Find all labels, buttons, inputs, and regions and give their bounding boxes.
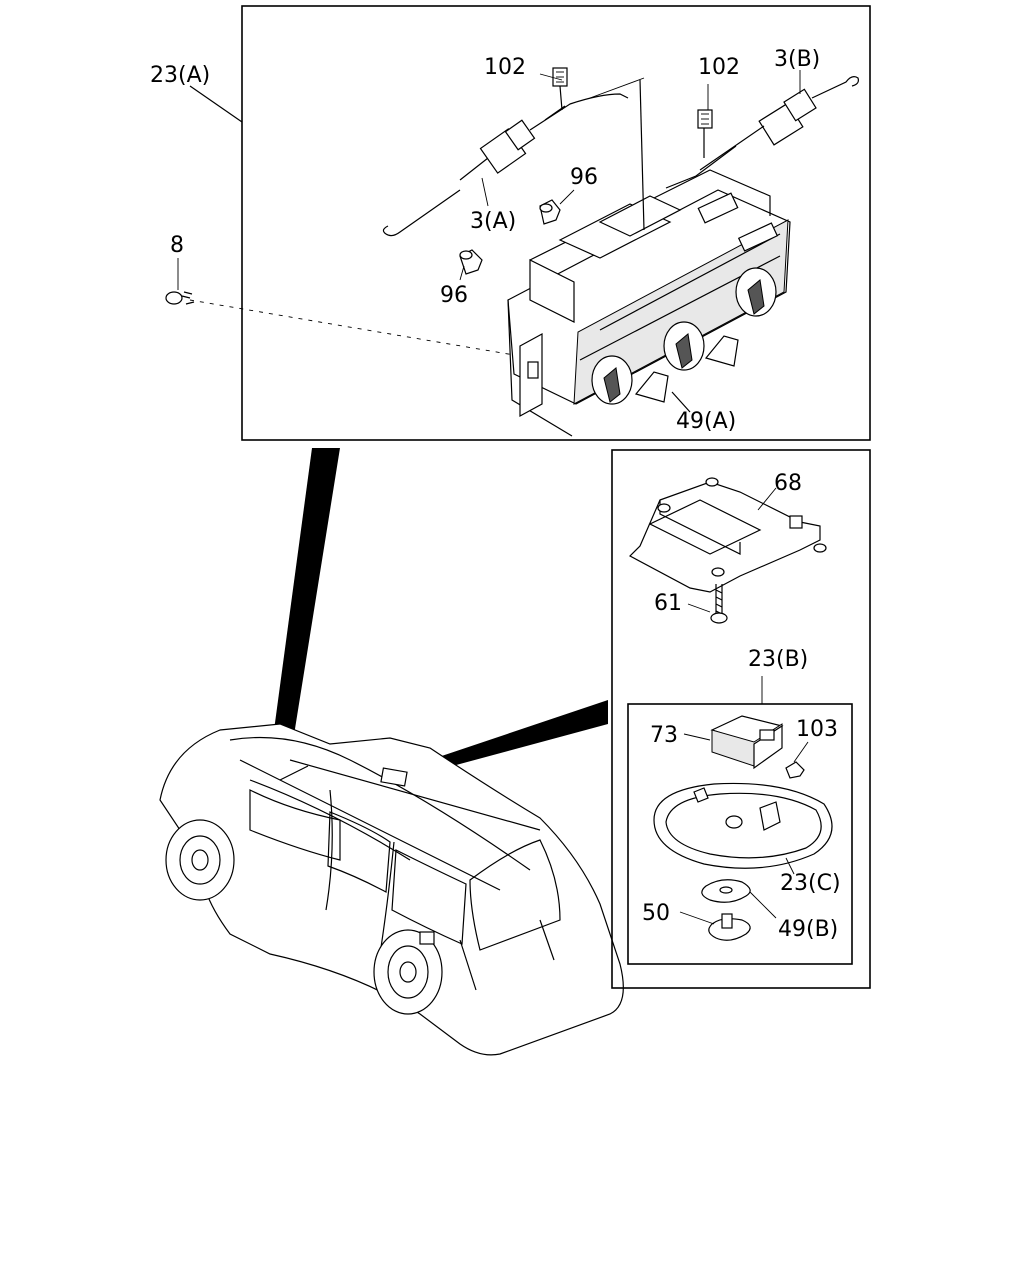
control-cable-a (382, 77, 645, 237)
callout-102-b: 102 (698, 55, 740, 80)
callout-68: 68 (774, 471, 802, 496)
bulb-96-lower (459, 249, 483, 275)
callout-3b: 3(B) (774, 47, 820, 72)
callout-3a: 3(A) (470, 209, 516, 234)
callout-8: 8 (170, 233, 184, 258)
dome-light-panel (611, 449, 871, 989)
vehicle-illustration (159, 448, 624, 1056)
callout-23c: 23(C) (780, 871, 841, 896)
bracket-68 (629, 477, 827, 593)
housing-23c (653, 782, 833, 875)
clip-102-a (552, 67, 568, 111)
bulb-103 (785, 741, 809, 779)
callout-96-lower: 96 (440, 283, 468, 308)
clip-102-b (697, 109, 713, 158)
pointer-wedge-top (270, 448, 340, 760)
callout-73: 73 (650, 723, 678, 748)
control-head-unit (507, 79, 791, 437)
screw-61 (687, 584, 728, 624)
heater-control-panel (165, 5, 871, 441)
callout-23b: 23(B) (748, 647, 808, 672)
callout-49b: 49(B) (778, 917, 838, 942)
callout-50: 50 (642, 901, 670, 926)
panel-frame-right (611, 449, 871, 989)
knob-right (735, 267, 777, 317)
rear-wheel (373, 929, 443, 1015)
callout-23a: 23(A) (150, 63, 210, 88)
callout-labels: 23(A) 102 102 3(B) 96 3(A) 8 96 49(A) 68… (150, 47, 841, 942)
lens-73 (683, 715, 784, 770)
bulb-96-upper (539, 199, 561, 225)
front-wheel (165, 819, 235, 901)
callout-61: 61 (654, 591, 682, 616)
control-cable-b (665, 76, 859, 189)
sub-frame-23b (627, 703, 853, 965)
knob-left (591, 355, 633, 405)
panel-frame-top (241, 5, 871, 441)
switch-50 (679, 911, 751, 941)
callout-102-a: 102 (484, 55, 526, 80)
callout-96-upper: 96 (570, 165, 598, 190)
callout-49a: 49(A) (676, 409, 736, 434)
knob-center (663, 321, 705, 371)
screw-8 (165, 291, 521, 357)
pointer-wedge-right (400, 700, 608, 778)
gasket-49b (701, 879, 777, 919)
callout-103: 103 (796, 717, 838, 742)
